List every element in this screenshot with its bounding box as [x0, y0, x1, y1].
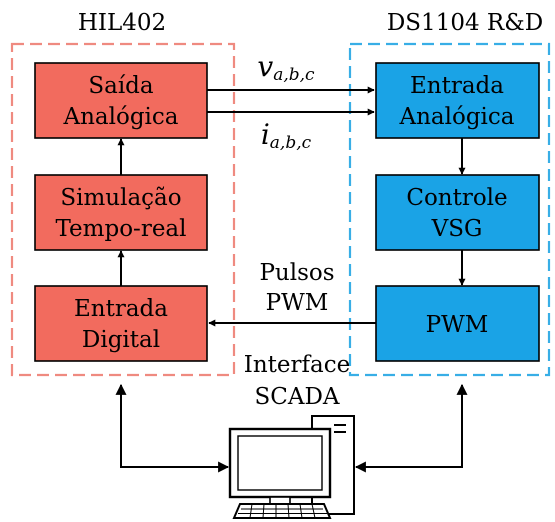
simulation-label-line1: Simulação [60, 185, 181, 211]
link-left-to-computer [115, 383, 230, 473]
right-group-title: DS1104 R&D [387, 10, 543, 36]
computer-icon [228, 415, 355, 519]
simulation-block [34, 174, 208, 251]
analog-input-label-line2: Analógica [398, 104, 514, 130]
vsg-control-label-line2: VSG [431, 216, 483, 242]
interface-label-line1: Interface [244, 352, 350, 378]
pwm-block-label: PWM [426, 312, 489, 338]
pwm-pulses-label-line2: PWM [266, 290, 329, 316]
digital-input-block [34, 285, 208, 362]
vsg-control-label-line1: Controle [406, 185, 507, 211]
analog-output-block [34, 62, 208, 139]
analog-output-label-line2: Analógica [62, 104, 178, 130]
right-group-frame [348, 42, 551, 377]
link-right-to-computer [354, 383, 468, 473]
analog-input-block [375, 62, 540, 139]
analog-input-label-line1: Entrada [410, 73, 504, 99]
left-group-title: HIL402 [78, 10, 166, 36]
digital-input-label-line2: Digital [82, 327, 160, 353]
digital-input-label-line1: Entrada [74, 296, 168, 322]
pwm-pulses-label-line1: Pulsos [259, 260, 334, 286]
vsg-control-block [375, 174, 540, 251]
pwm-block [375, 285, 540, 362]
left-group-frame [10, 42, 236, 377]
analog-output-label-line1: Saída [88, 73, 154, 99]
interface-label-line2: SCADA [254, 384, 339, 410]
simulation-label-line2: Tempo-real [56, 216, 187, 242]
current-signal-label: ia,b,c [261, 118, 312, 153]
voltage-signal-label: va,b,c [257, 50, 315, 85]
